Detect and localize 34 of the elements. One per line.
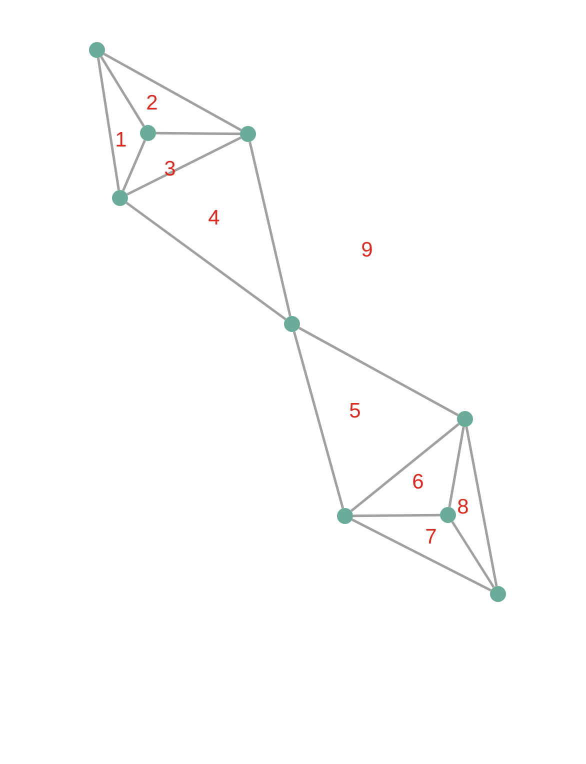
face-number: 9 [361,240,373,260]
face-number: 5 [349,400,361,422]
vertex-dot [440,507,456,523]
edge-line [448,426,465,508]
edge-line [353,514,440,518]
face-number: 1 [115,130,127,150]
edge-line [451,521,495,588]
vertex-dot [89,42,105,58]
vertex-dot [490,586,506,602]
face-number: 7 [425,526,437,548]
vertex-dot [112,190,128,206]
vertex-dot [240,126,256,142]
edge-line [156,132,240,136]
vertex-dot [140,125,156,141]
edge-line [465,426,498,586]
edge-line [126,202,286,320]
face-number: 3 [164,158,176,180]
edge-line [122,140,146,192]
edge-line [248,142,292,316]
edge-line [292,331,344,509]
edge-line [97,58,120,190]
edge-line [126,136,242,196]
vertex-dot [284,316,300,332]
face-number: 6 [412,472,424,492]
vertex-dot [457,411,473,427]
face-number: 4 [208,208,220,228]
edge-line [100,56,145,127]
vertex-dot [337,508,353,524]
edge-line [298,326,459,416]
edge-line [103,52,242,132]
face-number: 8 [457,496,469,518]
edge-line [350,423,460,512]
face-number: 2 [146,92,158,114]
edge-line [352,518,492,592]
